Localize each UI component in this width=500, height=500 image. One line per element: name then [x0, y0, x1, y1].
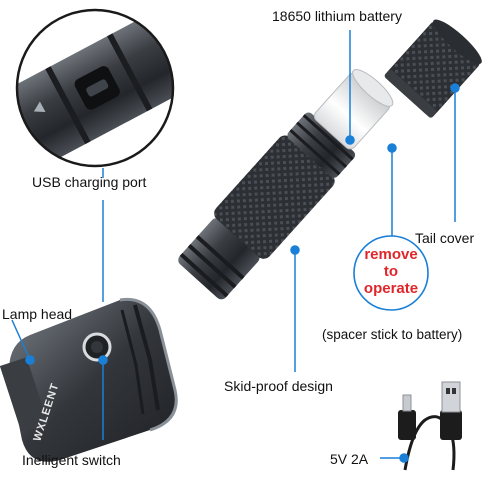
- remove-line-1: remove: [364, 246, 418, 263]
- remove-line-3: operate: [363, 280, 419, 297]
- remove-note-ring: [353, 235, 429, 311]
- callout-lines: [11, 30, 460, 463]
- tail-cover-part: [384, 19, 482, 118]
- label-skid-proof: Skid-proof design: [224, 378, 333, 394]
- remove-line-2: to: [383, 263, 399, 280]
- label-battery: 18650 lithium battery: [272, 8, 402, 24]
- lamp-head-part: [0, 297, 178, 462]
- label-power: 5V 2A: [330, 451, 369, 467]
- label-usb-port: USB charging port: [32, 174, 147, 190]
- label-remove-to-operate: remove to operate: [346, 246, 436, 297]
- label-switch: Inelligent switch: [22, 452, 121, 468]
- label-spacer: (spacer stick to battery): [322, 327, 463, 342]
- usb-cable: [398, 381, 462, 471]
- flashlight-body: [178, 69, 394, 300]
- label-tail-cover: Tail cover: [415, 230, 475, 246]
- label-lamp-head: Lamp head: [2, 306, 73, 322]
- usb-port-closeup: [15, 8, 175, 168]
